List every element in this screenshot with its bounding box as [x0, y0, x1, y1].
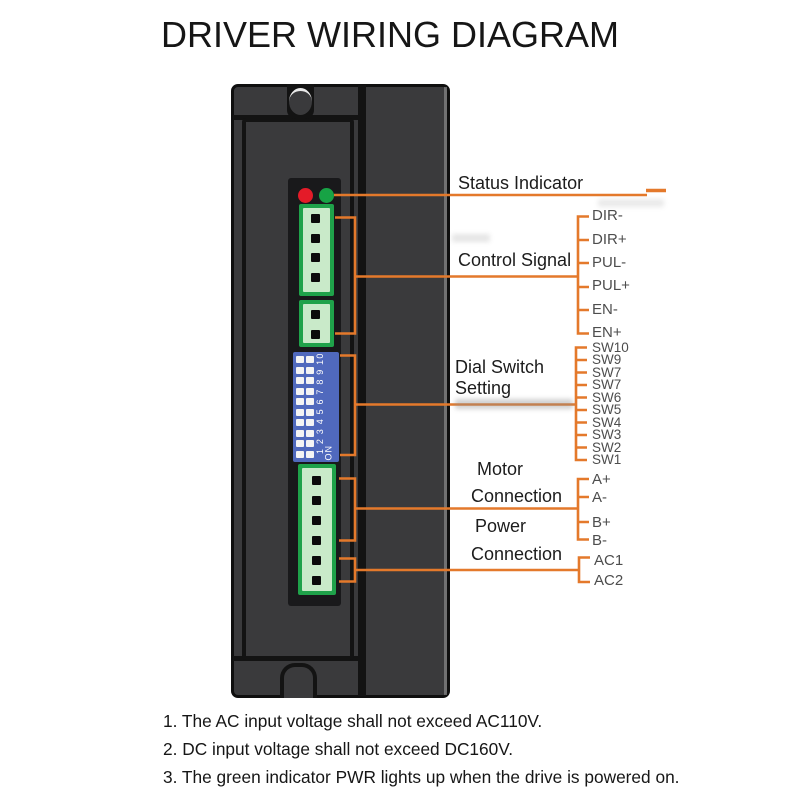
notes: 1. The AC input voltage shall not exceed…	[163, 707, 679, 791]
power-label-line1: Power	[475, 516, 527, 536]
dial-label-line1: Dial Switch	[455, 357, 545, 377]
dip-switch-nub	[306, 429, 314, 437]
terminal-pin	[312, 496, 321, 505]
motor-label-line1: Motor	[477, 459, 524, 479]
mount-hole-icon	[289, 88, 312, 115]
pin-label: SW4	[592, 414, 622, 430]
motor-power-connector	[298, 464, 336, 595]
dip-switch-nub	[306, 419, 314, 427]
terminal-pin	[311, 272, 320, 282]
terminal-pin	[311, 233, 320, 243]
dip-switch-nub	[296, 429, 304, 437]
dip-switch-nub	[296, 440, 304, 448]
dip-switch	[296, 450, 315, 458]
dip-switch-nub	[306, 440, 314, 448]
pin-label: DIR-	[592, 207, 623, 225]
pin-label: SW3	[592, 427, 622, 443]
dip-switch-nub	[306, 366, 314, 374]
terminal-pin	[311, 253, 320, 263]
pin-label: AC2	[594, 571, 624, 589]
pin-label: PUL-	[592, 253, 627, 271]
dip-switch	[296, 387, 315, 395]
control-connector-lower	[299, 300, 334, 347]
power-label-line2: Connection	[471, 544, 563, 564]
terminal-pin	[312, 576, 321, 585]
dip-switch-nub	[306, 377, 314, 385]
pin-label: SW9	[592, 352, 622, 368]
dip-switch	[296, 356, 315, 363]
pin-label: B-	[592, 531, 607, 549]
dip-switch-nub	[296, 366, 304, 374]
terminal-pin	[311, 214, 320, 223]
erased-text-smudge	[452, 234, 490, 242]
dial-label-line2: Setting	[455, 378, 512, 398]
pin-label: SW2	[592, 439, 622, 455]
pin-label: SW7	[592, 364, 622, 380]
dip-on-label: ON	[323, 445, 334, 461]
note-line: 2. DC input voltage shall not exceed DC1…	[163, 739, 514, 759]
dip-switch	[296, 419, 315, 427]
dip-switch-nub	[296, 408, 304, 416]
motor-label-line2: Connection	[471, 486, 563, 506]
note-line: 1. The AC input voltage shall not exceed…	[163, 711, 543, 731]
pin-label: EN-	[592, 300, 618, 318]
pin-label: SW6	[592, 389, 622, 405]
pin-label: PUL+	[592, 277, 630, 295]
driver-front-edge	[358, 85, 366, 696]
dip-switch	[296, 377, 315, 385]
control-signal-label: Control Signal	[458, 250, 572, 270]
pin-label: AC1	[594, 551, 624, 569]
pin-label: SW5	[592, 402, 622, 418]
dial-switch-setting-label: Dial Switch Setting	[455, 357, 544, 399]
dip-switch-nub	[306, 408, 314, 416]
motor-pin-labels: A+A- B+B-	[592, 470, 611, 549]
pin-label: SW10	[592, 339, 629, 355]
mount-notch-bottom	[280, 663, 317, 698]
dip-switch	[296, 440, 315, 448]
pin-label: DIR+	[592, 230, 627, 248]
dip-switch-nub	[296, 377, 304, 385]
dip-switch-nub	[306, 398, 314, 406]
terminal-pin	[312, 516, 321, 525]
pin-label: EN+	[592, 324, 622, 342]
erased-text-smudge	[455, 399, 573, 409]
pin-label: B+	[592, 513, 611, 531]
pin-label: A-	[592, 488, 607, 506]
terminal-pin	[312, 556, 321, 565]
terminal-face	[302, 468, 332, 591]
pin-label: SW7	[592, 377, 622, 393]
terminal-pin	[311, 310, 320, 319]
pin-label: A+	[592, 470, 611, 488]
status-led-red	[298, 188, 313, 203]
terminal-pin	[312, 476, 321, 485]
terminal-pin	[311, 330, 320, 339]
dip-switch-nub	[306, 356, 314, 363]
dip-switch-rows	[296, 356, 315, 458]
pin-label: SW1	[592, 452, 622, 468]
status-indicator-label: Status Indicator	[458, 173, 584, 193]
status-led-green	[319, 188, 334, 203]
page-title: DRIVER WIRING DIAGRAM	[160, 14, 619, 55]
control-connector-upper	[299, 204, 334, 296]
control-pin-labels: DIR- DIR+ PUL- PUL+ EN- EN+	[592, 204, 630, 344]
dip-switch	[296, 429, 315, 437]
dip-switch-nub	[296, 450, 304, 458]
dip-switch-nub	[296, 419, 304, 427]
dip-switch-nub	[296, 356, 304, 363]
dip-switch-nub	[296, 387, 304, 395]
dip-switch	[296, 366, 315, 374]
dip-switch-nub	[306, 387, 314, 395]
dip-switch-nub	[296, 398, 304, 406]
erased-text-smudge	[598, 199, 664, 207]
dip-switch	[296, 408, 315, 416]
dip-switch-nub	[306, 450, 314, 458]
terminal-pin	[312, 536, 321, 545]
dip-switch	[296, 398, 315, 406]
note-line: 3. The green indicator PWR lights up whe…	[163, 767, 680, 787]
